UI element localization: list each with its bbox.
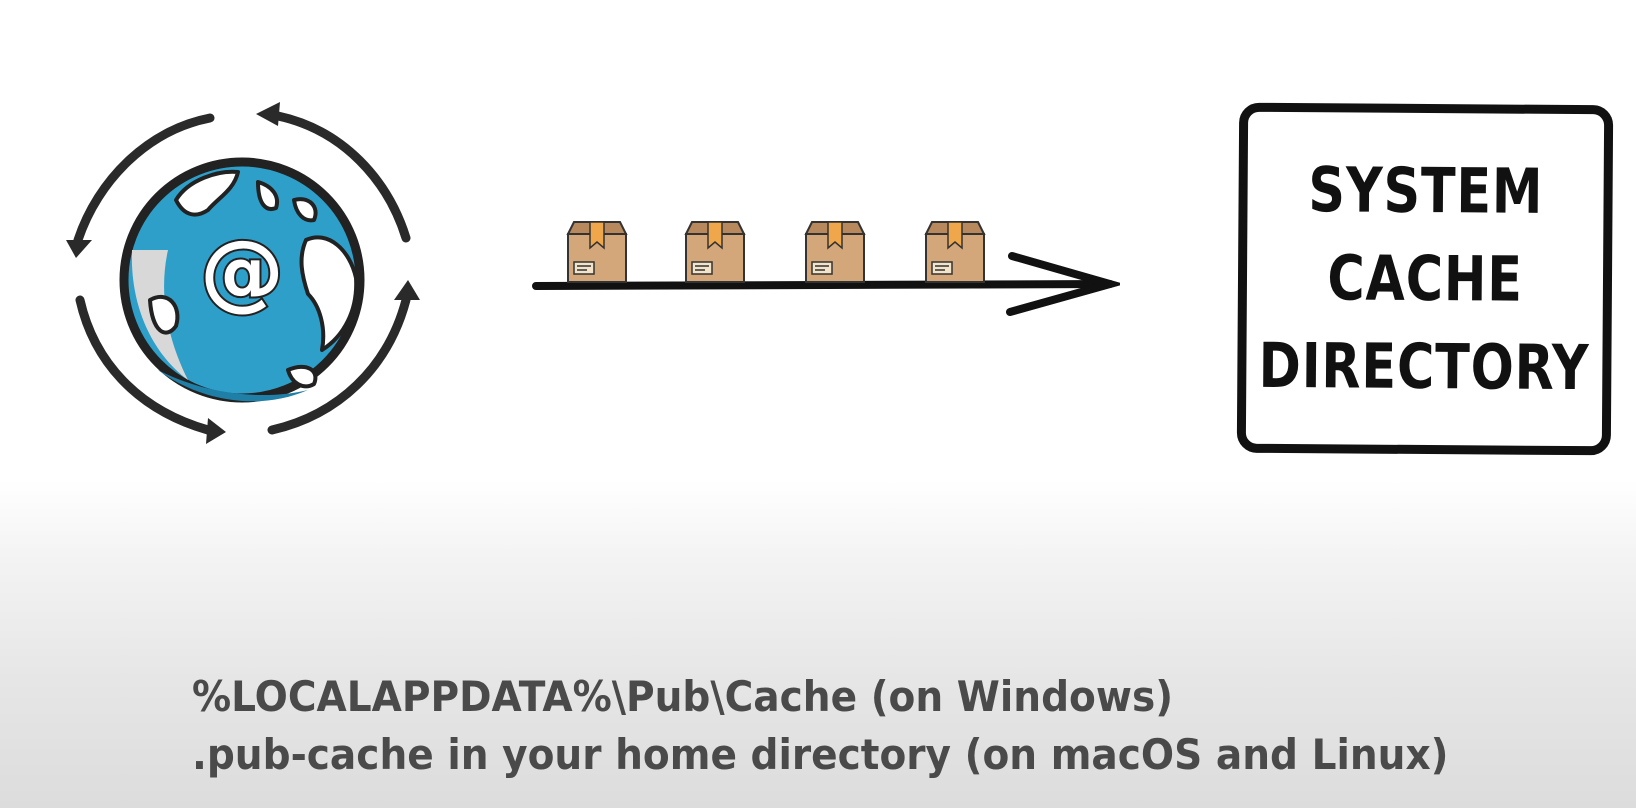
cardboard-box-icon (684, 221, 746, 283)
caption: %LOCALAPPDATA%\Pub\Cache (on Windows) .p… (192, 668, 1612, 784)
cardboard-box-icon (924, 221, 986, 283)
globe-at-sync-icon: @ (66, 102, 420, 444)
caption-windows-path: %LOCALAPPDATA%\Pub\Cache (on Windows) (192, 672, 1174, 721)
cache-box-line-1: SYSTEM (1307, 153, 1544, 228)
cardboard-box-icon (566, 221, 628, 283)
cardboard-box-icon (804, 221, 866, 283)
cache-box-line-2: CACHE (1327, 241, 1523, 316)
cache-box-line-3: DIRECTORY (1258, 328, 1591, 405)
caption-unix-path: .pub-cache in your home directory (on ma… (192, 730, 1449, 779)
transfer-arrow (532, 252, 1120, 316)
system-cache-directory-box: SYSTEM CACHE DIRECTORY (1236, 102, 1614, 456)
svg-text:@: @ (200, 222, 284, 320)
